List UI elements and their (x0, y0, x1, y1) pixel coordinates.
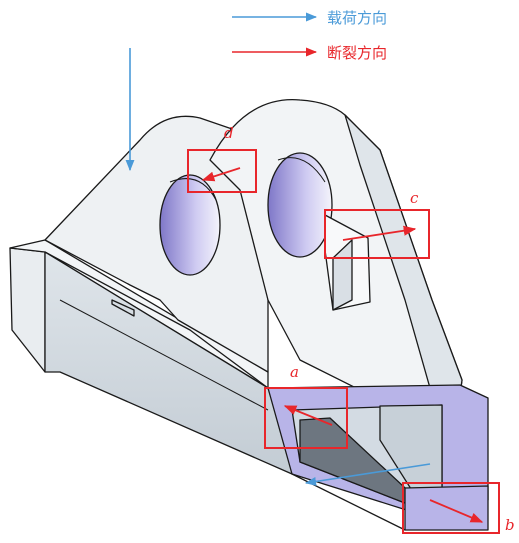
callout-box-a (264, 387, 348, 449)
fracture-arrow-c (342, 225, 417, 241)
callouts: d c a b (187, 124, 515, 534)
load-arrow-inner (304, 463, 431, 486)
base-left-face (9, 247, 46, 373)
load-arrows (125, 48, 431, 486)
base-ledge (44, 251, 269, 389)
callout-label-b: b (505, 516, 515, 534)
base-slot (111, 299, 135, 317)
base-groove (59, 299, 269, 411)
fracture-arrow-d (201, 167, 241, 182)
callout-label-a: a (290, 363, 299, 381)
legend: 载荷方向 断裂方向 (232, 9, 387, 62)
fracture-direction-label: 断裂方向 (327, 44, 387, 62)
load-direction-label: 载荷方向 (327, 9, 387, 27)
left-hole-rim (169, 178, 217, 201)
callout-box-c (324, 209, 430, 259)
callout-label-c: c (410, 189, 419, 207)
right-lug-hole (267, 152, 333, 258)
fracture-arrow-b (429, 499, 484, 523)
right-hole-rim (277, 157, 326, 183)
base-top-face (9, 239, 269, 389)
part-drawing (9, 99, 489, 531)
left-lug-hole (159, 174, 221, 276)
callout-box-b (402, 482, 500, 534)
fracture-arrow-a (283, 405, 333, 426)
callout-box-d (187, 149, 257, 193)
callout-label-d: d (224, 124, 234, 142)
front-bottom-strip (404, 485, 489, 531)
